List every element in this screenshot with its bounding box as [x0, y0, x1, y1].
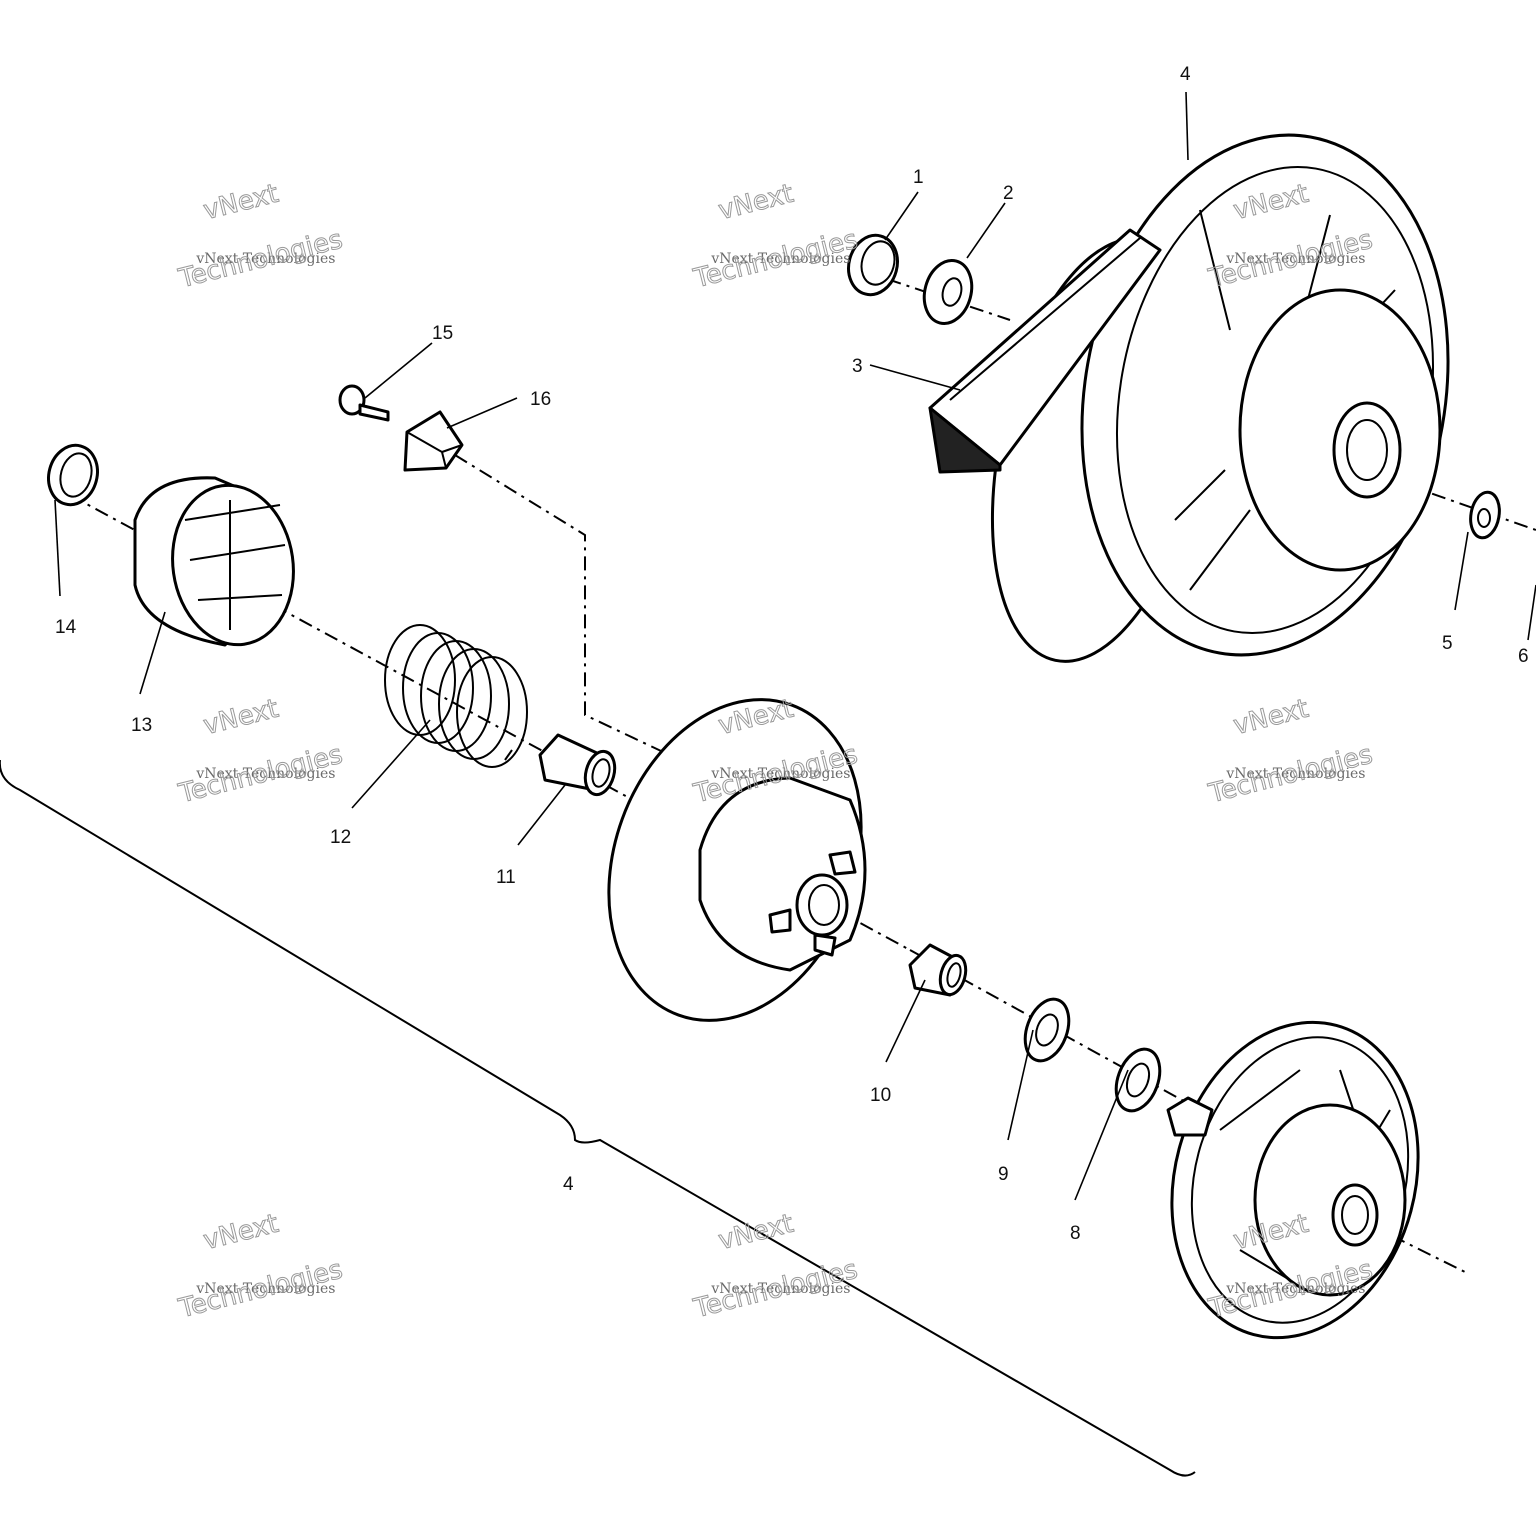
- watermark-4: vNext vNext Technologies Technologies: [175, 693, 346, 810]
- bushing-11: [538, 733, 617, 797]
- callout-10: 10: [870, 1085, 891, 1106]
- callout-11: 11: [496, 867, 516, 888]
- svg-text:vNext: vNext: [201, 1209, 282, 1256]
- callout-4-top: 4: [1180, 64, 1191, 85]
- callout-6: 6: [1518, 646, 1529, 667]
- callout-9: 9: [998, 1164, 1009, 1185]
- callout-16: 16: [530, 389, 551, 410]
- svg-text:vNext Technologies: vNext Technologies: [710, 766, 850, 782]
- svg-text:Technologies: Technologies: [690, 1255, 860, 1325]
- svg-text:vNext Technologies: vNext Technologies: [1225, 766, 1365, 782]
- fixed-sheave-lower: [1166, 1020, 1420, 1340]
- svg-text:vNext: vNext: [1231, 694, 1312, 741]
- spring-12: [384, 624, 528, 768]
- axis-line-stepped: [454, 454, 681, 761]
- washer-8: [1114, 1047, 1162, 1113]
- svg-text:Technologies: Technologies: [175, 740, 345, 810]
- svg-text:Technologies: Technologies: [690, 225, 860, 295]
- callout-14: 14: [55, 617, 77, 638]
- watermark-1: vNext vNext Technologies Technologies: [175, 178, 346, 295]
- callout-5: 5: [1442, 633, 1453, 654]
- watermark-7: vNext vNext Technologies Technologies: [175, 1208, 346, 1325]
- callout-2: 2: [1003, 183, 1014, 204]
- svg-text:vNext: vNext: [201, 179, 282, 226]
- svg-text:vNext Technologies: vNext Technologies: [195, 1281, 335, 1297]
- helix-cam-13: [133, 476, 295, 647]
- svg-text:Technologies: Technologies: [1205, 740, 1375, 810]
- screw-15: [338, 384, 390, 422]
- callout-12: 12: [330, 827, 351, 848]
- assembly-bracket: [0, 760, 1196, 1477]
- watermark-2: vNext vNext Technologies Technologies: [690, 178, 861, 295]
- svg-text:vNext Technologies: vNext Technologies: [710, 251, 850, 267]
- callout-8: 8: [1070, 1223, 1081, 1244]
- leader-lines: [54, 91, 1536, 1201]
- svg-text:vNext: vNext: [716, 1209, 797, 1256]
- movable-sheave: [607, 698, 867, 1022]
- watermark-8: vNext vNext Technologies Technologies: [690, 1208, 861, 1325]
- svg-text:vNext Technologies: vNext Technologies: [195, 251, 335, 267]
- svg-text:vNext: vNext: [716, 179, 797, 226]
- cam-button-16: [403, 410, 464, 472]
- callout-1: 1: [913, 167, 924, 188]
- snap-ring-14: [47, 443, 99, 507]
- washer-9: [1023, 997, 1071, 1063]
- svg-text:vNext Technologies: vNext Technologies: [1225, 1281, 1365, 1297]
- callout-15: 15: [432, 323, 453, 344]
- svg-text:vNext: vNext: [201, 694, 282, 741]
- washer-5: [1469, 490, 1501, 540]
- bushing-ring-1: [847, 233, 899, 297]
- bushing-10: [908, 943, 968, 997]
- callout-4-bracket: 4: [563, 1174, 574, 1195]
- driven-clutch-assembly-top: [990, 133, 1450, 663]
- drive-belt: [928, 228, 1162, 474]
- svg-text:vNext Technologies: vNext Technologies: [710, 1281, 850, 1297]
- axis-line-lower-shaft: [1339, 1209, 1466, 1273]
- washer-2: [922, 259, 974, 325]
- callout-3: 3: [852, 356, 863, 377]
- svg-text:Technologies: Technologies: [175, 1255, 345, 1325]
- svg-text:Technologies: Technologies: [175, 225, 345, 295]
- watermark-6: vNext vNext Technologies Technologies: [1205, 693, 1376, 810]
- svg-text:vNext Technologies: vNext Technologies: [195, 766, 335, 782]
- svg-text:vNext Technologies: vNext Technologies: [1225, 251, 1365, 267]
- callout-13: 13: [131, 715, 152, 736]
